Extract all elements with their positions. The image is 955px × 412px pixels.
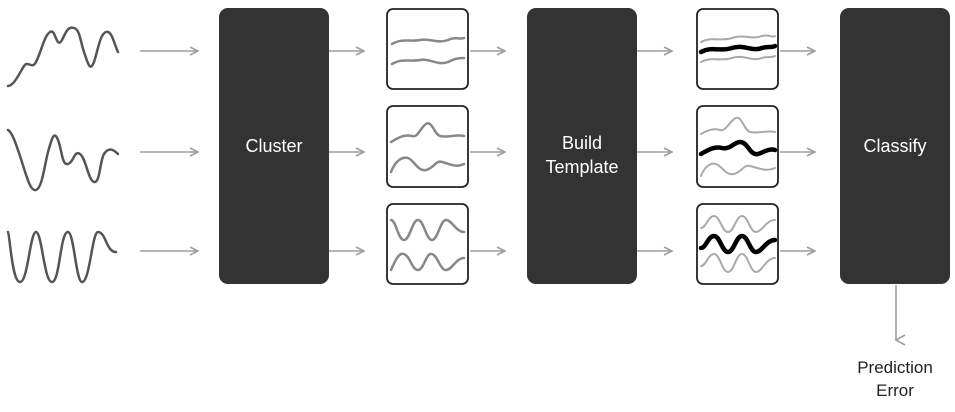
input-signals	[6, 26, 120, 284]
input-signal-1	[6, 26, 120, 88]
input-signal-2	[6, 128, 120, 192]
build-template-label: Build Template	[545, 133, 619, 177]
cluster-block: Cluster	[219, 8, 329, 284]
template-thumbnails	[696, 8, 779, 285]
cluster-label: Cluster	[245, 136, 303, 156]
classify-block: Classify	[840, 8, 950, 284]
cluster-thumbnail-2	[386, 105, 469, 188]
input-signal-3	[6, 230, 118, 284]
prediction-error-label: Prediction Error	[857, 358, 933, 400]
arrows	[140, 51, 906, 346]
template-thumbnail-1	[696, 8, 779, 90]
cluster-thumbnail-3	[386, 203, 469, 285]
cluster-thumbnail-1	[386, 8, 469, 90]
classify-label: Classify	[863, 136, 927, 156]
build-template-block: Build Template	[527, 8, 637, 284]
template-thumbnail-2	[696, 105, 779, 188]
cluster-thumbnails	[386, 8, 469, 285]
template-thumbnail-3	[696, 203, 779, 285]
